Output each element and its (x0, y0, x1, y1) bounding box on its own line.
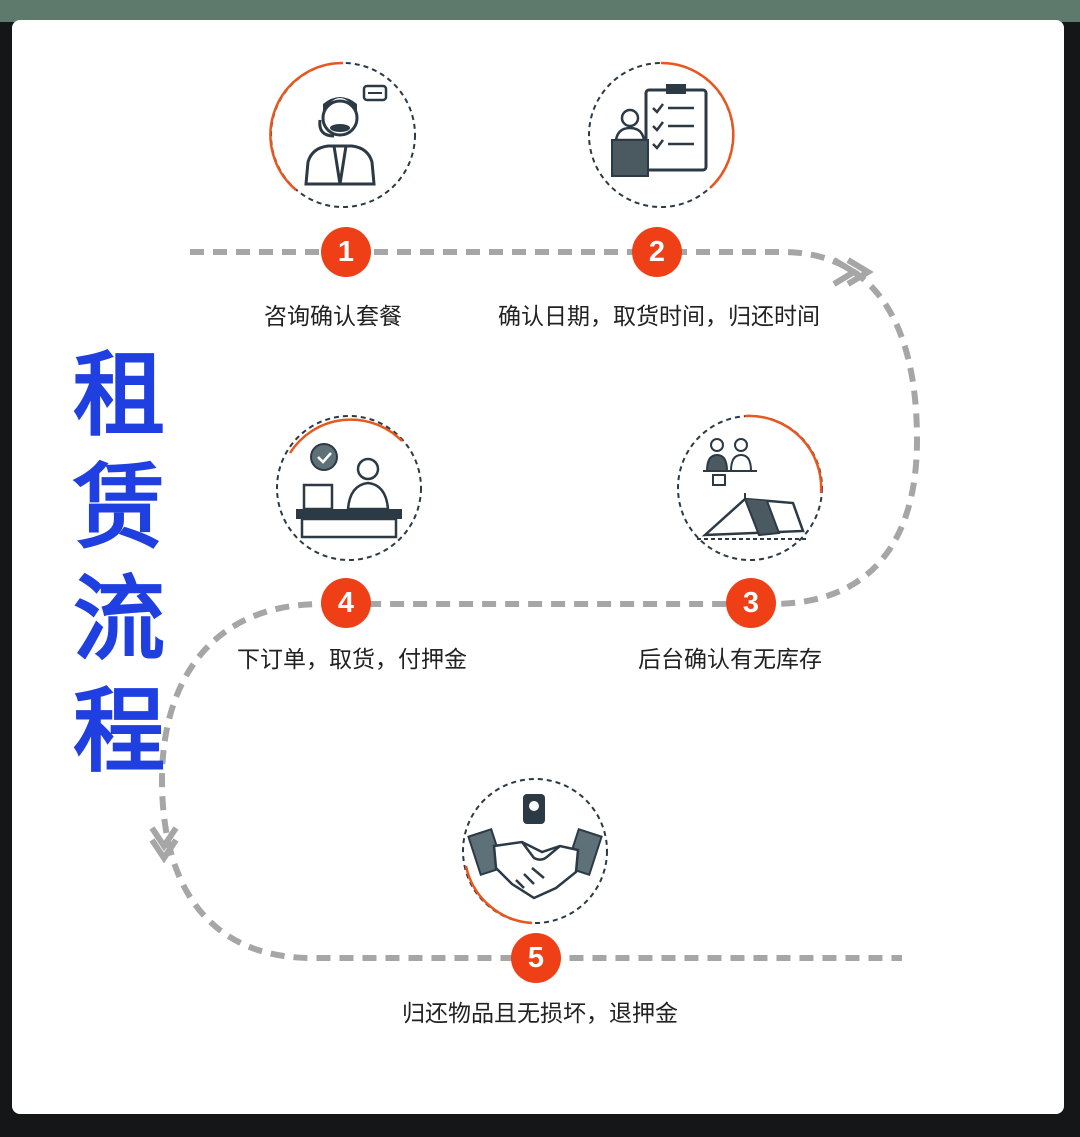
title-char: 租 (72, 342, 165, 449)
customer-service-icon (268, 60, 418, 210)
arrow-down-left (149, 826, 179, 852)
arrow-right-top-2 (846, 257, 874, 287)
step-badge-1: 1 (321, 227, 371, 277)
arrow-right-top (832, 257, 860, 287)
process-card: 租 赁 流 程 1 咨询确认套餐 (12, 20, 1064, 1114)
page-title: 租 赁 流 程 (64, 340, 174, 788)
title-char: 流 (72, 566, 165, 673)
step-badge-5: 5 (511, 933, 561, 983)
handshake-icon (460, 776, 610, 926)
top-band (0, 0, 1080, 22)
step-label-4: 下订单，取货，付押金 (237, 647, 467, 673)
order-desk-icon (274, 413, 424, 563)
step-badge-4: 4 (321, 578, 371, 628)
checklist-icon (586, 60, 736, 210)
tent-stock-icon (675, 413, 825, 563)
title-char: 赁 (72, 454, 165, 561)
step-label-2: 确认日期，取货时间，归还时间 (498, 304, 820, 330)
step-badge-3: 3 (726, 578, 776, 628)
step-label-1: 咨询确认套餐 (264, 304, 402, 330)
step-label-5: 归还物品且无损坏，退押金 (402, 1001, 678, 1027)
title-char: 程 (72, 678, 165, 785)
step-label-3: 后台确认有无库存 (638, 647, 822, 673)
step-badge-2: 2 (632, 227, 682, 277)
arrow-down-left-2 (149, 838, 179, 864)
